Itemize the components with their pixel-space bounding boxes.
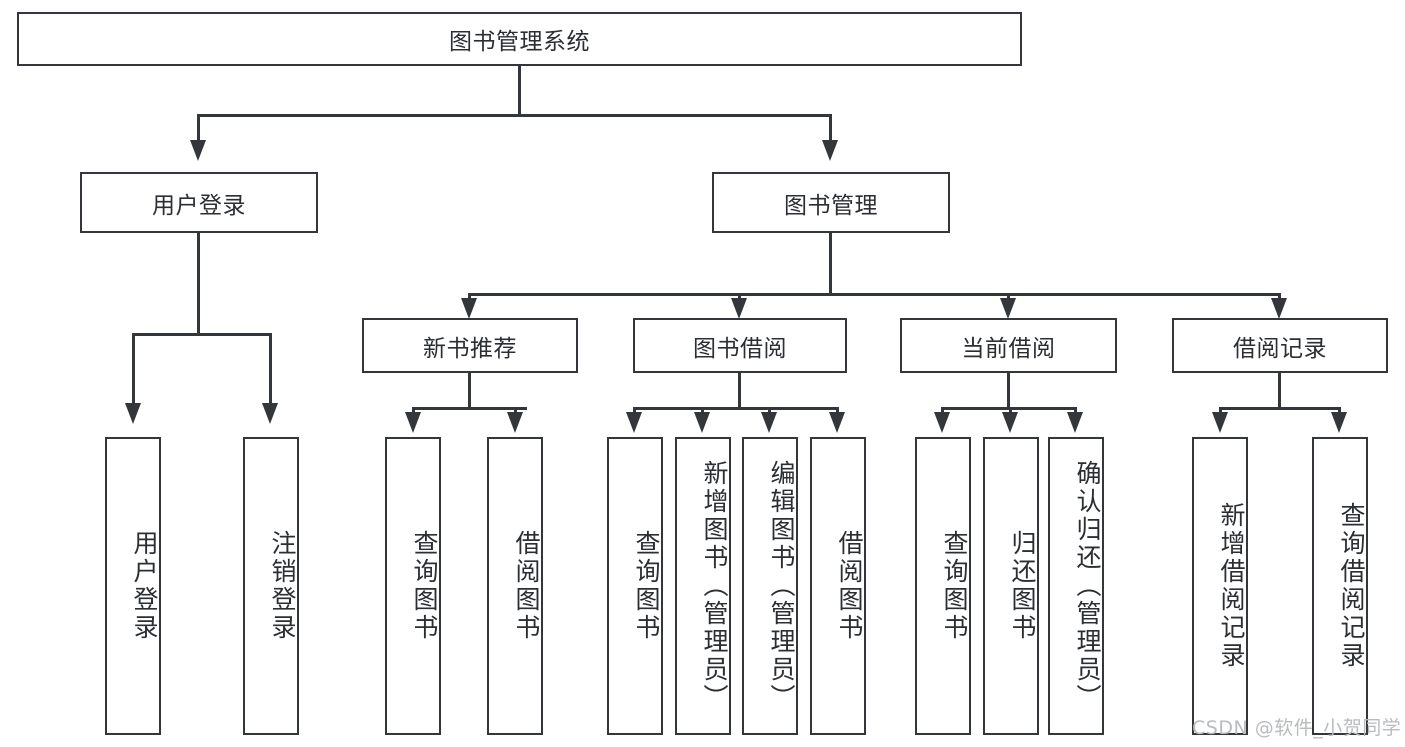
arrow-to-leaf-query-book-cb xyxy=(934,412,950,433)
connector-bb-drop-3 xyxy=(768,407,771,415)
node-label: 新书推荐 xyxy=(423,335,517,362)
leaf-query-book-recommend[interactable]: 查询图书 xyxy=(385,437,441,735)
node-label: 确认归还（管理员） xyxy=(1073,460,1102,712)
arrow-to-book-management xyxy=(822,140,838,161)
node-label: 注销登录 xyxy=(268,530,297,642)
connector-br-stem xyxy=(1278,373,1281,409)
connector-br-drop-2 xyxy=(1338,407,1341,415)
leaf-logout[interactable]: 注销登录 xyxy=(243,437,299,735)
arrow-to-leaf-borrow-book-bb xyxy=(829,412,845,433)
connector-bb-drop-1 xyxy=(633,407,636,415)
connector-book-management-stem xyxy=(829,233,832,295)
node-label: 借阅记录 xyxy=(1233,335,1327,362)
node-label: 查询图书 xyxy=(410,530,439,642)
node-borrow-record[interactable]: 借阅记录 xyxy=(1172,318,1388,373)
arrow-to-current-borrow xyxy=(1000,298,1016,319)
leaf-query-borrow-record[interactable]: 查询借阅记录 xyxy=(1312,437,1368,735)
connector-root-drop-right xyxy=(829,114,832,142)
connector-nbr-drop-2 xyxy=(514,407,517,415)
connector-user-login-drop-1 xyxy=(132,333,135,405)
arrow-to-leaf-query-book-nbr xyxy=(405,412,421,433)
node-current-borrow[interactable]: 当前借阅 xyxy=(900,318,1117,373)
connector-nbr-bus xyxy=(412,407,527,410)
connector-root-stem xyxy=(518,66,521,116)
arrow-to-leaf-query-book-bb xyxy=(626,412,642,433)
arrow-to-borrow-record xyxy=(1271,298,1287,319)
leaf-confirm-return-admin[interactable]: 确认归还（管理员） xyxy=(1048,437,1104,735)
node-book-borrow[interactable]: 图书借阅 xyxy=(633,318,847,373)
node-label: 图书借阅 xyxy=(693,335,787,362)
arrow-to-new-book-recommend xyxy=(461,298,477,319)
connector-br-bus xyxy=(1219,407,1340,410)
leaf-borrow-book[interactable]: 借阅图书 xyxy=(810,437,866,735)
connector-root-drop-left xyxy=(197,114,200,142)
connector-user-login-bus xyxy=(132,333,272,336)
connector-nbr-drop-1 xyxy=(412,407,415,415)
leaf-borrow-book-recommend[interactable]: 借阅图书 xyxy=(487,437,543,735)
leaf-add-book-admin[interactable]: 新增图书（管理员） xyxy=(675,437,731,735)
arrow-to-leaf-add-book xyxy=(694,412,710,433)
connector-br-drop-1 xyxy=(1219,407,1222,415)
node-root-system[interactable]: 图书管理系统 xyxy=(17,12,1022,66)
node-new-book-recommend[interactable]: 新书推荐 xyxy=(362,318,578,373)
node-label: 查询图书 xyxy=(632,530,661,642)
watermark: CSDN @软件_小贺同学 xyxy=(1192,713,1401,740)
arrow-to-user-login xyxy=(190,140,206,161)
node-label: 用户登录 xyxy=(130,530,159,642)
connector-cb-stem xyxy=(1007,373,1010,409)
node-label: 新增图书（管理员） xyxy=(700,460,729,712)
node-label: 归还图书 xyxy=(1008,530,1037,642)
arrow-to-leaf-return-book xyxy=(1002,412,1018,433)
connector-book-management-bus xyxy=(468,293,1280,296)
node-label: 查询借阅记录 xyxy=(1337,502,1366,670)
connector-root-bus xyxy=(197,114,831,117)
node-label: 借阅图书 xyxy=(835,530,864,642)
connector-user-login-drop-2 xyxy=(269,333,272,405)
connector-bb-drop-4 xyxy=(836,407,839,415)
arrow-to-leaf-query-record xyxy=(1331,412,1347,433)
connector-user-login-stem xyxy=(197,233,200,335)
arrow-to-leaf-user-login xyxy=(125,403,141,424)
node-label: 查询图书 xyxy=(940,530,969,642)
connector-cb-drop-1 xyxy=(941,407,944,415)
node-user-login[interactable]: 用户登录 xyxy=(80,172,318,233)
arrow-to-leaf-edit-book xyxy=(761,412,777,433)
connector-cb-bus xyxy=(941,407,1076,410)
arrow-to-leaf-add-record xyxy=(1212,412,1228,433)
node-label: 图书管理 xyxy=(784,192,878,219)
leaf-query-book-current[interactable]: 查询图书 xyxy=(915,437,971,735)
arrow-to-leaf-borrow-book-nbr xyxy=(507,412,523,433)
connector-cb-drop-3 xyxy=(1074,407,1077,415)
connector-bb-stem xyxy=(738,373,741,409)
leaf-user-login[interactable]: 用户登录 xyxy=(105,437,161,735)
leaf-query-book-borrow[interactable]: 查询图书 xyxy=(607,437,663,735)
node-label: 编辑图书（管理员） xyxy=(767,460,796,712)
node-label: 当前借阅 xyxy=(961,335,1056,362)
watermark-text: CSDN @软件_小贺同学 xyxy=(1192,717,1402,739)
connector-cb-drop-2 xyxy=(1009,407,1012,415)
leaf-edit-book-admin[interactable]: 编辑图书（管理员） xyxy=(742,437,798,735)
connector-bb-drop-2 xyxy=(701,407,704,415)
leaf-add-borrow-record[interactable]: 新增借阅记录 xyxy=(1192,437,1248,735)
node-label: 图书管理系统 xyxy=(449,29,590,55)
arrow-to-book-borrow xyxy=(731,298,747,319)
node-book-management[interactable]: 图书管理 xyxy=(712,172,950,233)
node-label: 用户登录 xyxy=(152,192,246,219)
arrow-to-leaf-logout xyxy=(262,403,278,424)
node-label: 新增借阅记录 xyxy=(1217,502,1246,670)
arrow-to-leaf-confirm-return xyxy=(1067,412,1083,433)
leaf-return-book[interactable]: 归还图书 xyxy=(983,437,1039,735)
connector-nbr-stem xyxy=(468,373,471,409)
node-label: 借阅图书 xyxy=(512,530,541,642)
connector-bb-bus xyxy=(633,407,839,410)
